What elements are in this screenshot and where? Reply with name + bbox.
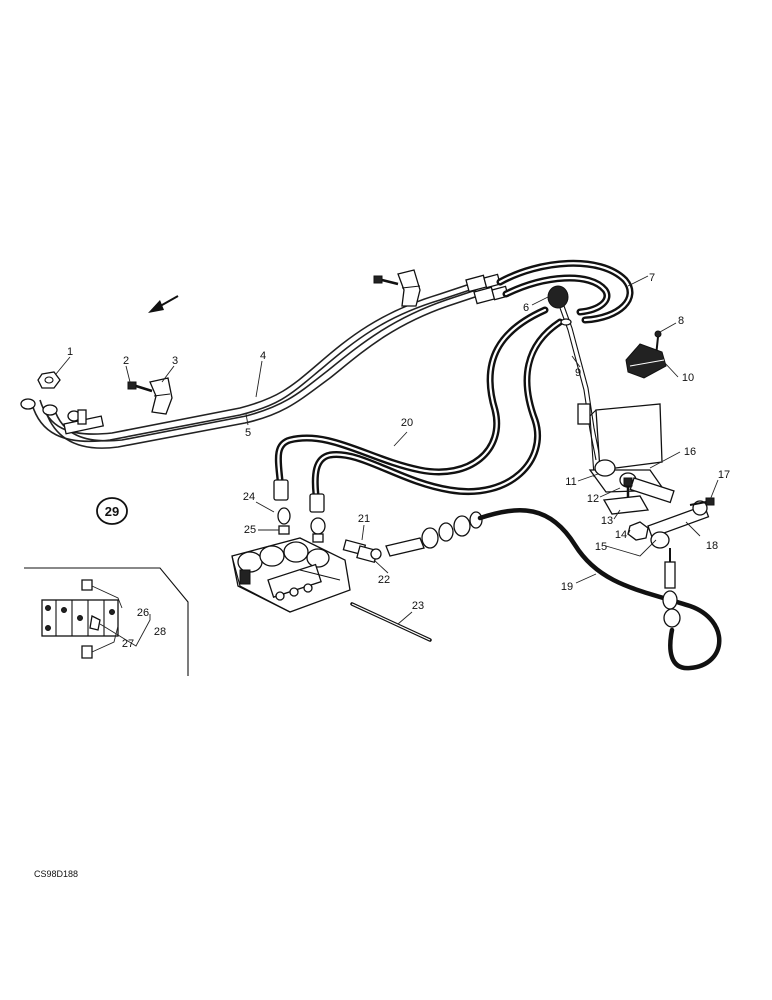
callout-26: 26 (137, 607, 149, 619)
cable-part-19 (385, 508, 722, 671)
callout-8: 8 (678, 315, 684, 327)
drawing-code: CS98D188 (34, 869, 78, 879)
callout-3: 3 (172, 355, 178, 367)
callout-10: 10 (682, 372, 694, 384)
direction-arrow-icon (148, 295, 179, 313)
bolt-plate-parts-12-13 (602, 477, 650, 515)
callout-20: 20 (401, 417, 413, 429)
callout-1: 1 (67, 346, 73, 358)
badge-label: 29 (105, 504, 119, 519)
callout-28: 28 (154, 626, 166, 638)
callout-16: 16 (684, 446, 696, 458)
inset-valve-section (41, 579, 119, 659)
switch-block-part-8-10 (625, 330, 667, 379)
callout-15: 15 (595, 541, 607, 553)
linkage-parts-14-18 (627, 497, 715, 549)
nut-part-1 (37, 371, 61, 389)
callout-7: 7 (649, 272, 655, 284)
callout-27: 27 (122, 638, 134, 650)
callout-11: 11 (565, 476, 576, 488)
callout-9: 9 (575, 367, 581, 379)
callout-21: 21 (358, 513, 370, 525)
hose-part-7 (496, 259, 634, 324)
rod-part-23 (350, 602, 432, 642)
callout-25: 25 (244, 524, 256, 536)
callout-4: 4 (260, 350, 266, 362)
bolt-part-2 (127, 381, 153, 393)
callout-14: 14 (615, 529, 627, 541)
callout-18: 18 (706, 540, 718, 552)
hose-part-20 (274, 306, 564, 499)
clevis-parts-21-22 (342, 539, 382, 564)
callout-23: 23 (412, 600, 424, 612)
leader-lines (55, 275, 719, 653)
control-valve-block (231, 537, 351, 613)
callout-24: 24 (243, 491, 255, 503)
callout-19: 19 (561, 581, 573, 593)
pipe-hose-fittings (465, 273, 509, 305)
clamp-part-3 (149, 377, 173, 415)
callout-6: 6 (523, 302, 529, 314)
callout-2: 2 (123, 355, 129, 367)
upper-clamp (373, 269, 421, 307)
callout-5: 5 (245, 427, 251, 439)
callout-12: 12 (587, 493, 599, 505)
control-lever-part-6-9 (547, 285, 601, 461)
callout-22: 22 (378, 574, 390, 586)
callout-17: 17 (718, 469, 730, 481)
hose-end-fittings (273, 479, 326, 543)
callout-labels: 1 2 3 4 5 6 7 8 9 10 11 12 13 14 15 16 1… (67, 272, 730, 650)
assembly-badge: 29 (96, 497, 128, 525)
inset-frame (24, 567, 189, 676)
callout-13: 13 (601, 515, 613, 527)
pipe-end-fittings (20, 398, 105, 435)
